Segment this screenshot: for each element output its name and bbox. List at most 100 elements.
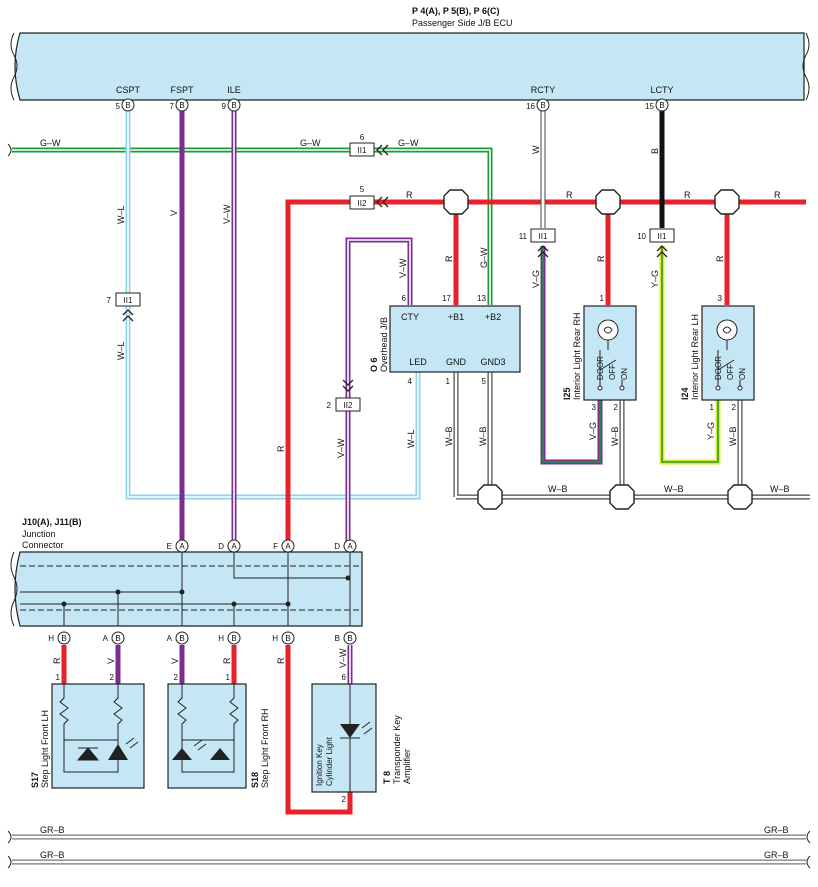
rh-pin-right: 2 <box>614 403 619 412</box>
ecu-term-lcty: LCTY <box>650 85 673 95</box>
rh-switch-off: OFF <box>608 364 617 380</box>
splice-wb-1 <box>477 484 503 510</box>
lh-switch-on: ON <box>738 368 747 380</box>
ecu-term-rcty: RCTY <box>531 85 556 95</box>
jc-bot-conn-4: B <box>231 634 236 643</box>
lbl-r-d2: R <box>596 255 606 262</box>
jc-bot-letter-6: B <box>335 634 340 643</box>
lbl-grb-1: GR–B <box>40 825 65 835</box>
ojb-term-led: LED <box>409 357 427 367</box>
jc-name-1: Junction <box>22 529 56 539</box>
ii1-10-label: II1 <box>658 232 667 241</box>
jc-bot-conn-5: B <box>285 634 290 643</box>
splice-wb-3 <box>727 484 753 510</box>
transponder-key-amplifier: Ignition Key Cylinder Light 6 2 T 8 Tran… <box>311 673 412 804</box>
lbl-grb-2: GR–B <box>764 825 789 835</box>
rh-pin-top: 1 <box>600 294 605 303</box>
jc-top-letter-3: F <box>273 542 278 551</box>
lbl-r-d3: R <box>715 255 725 262</box>
ojb-pin-cty: 6 <box>402 294 407 303</box>
splice-wb-2 <box>609 484 635 510</box>
ii1-7-label: II1 <box>124 296 133 305</box>
jc-bot-conn-1: B <box>61 634 66 643</box>
lbl-wb-1: W–B <box>444 426 454 446</box>
lbl-bot-r3: R <box>276 657 286 664</box>
lbl-vg-top: V–G <box>531 270 541 288</box>
slh-pin-right: 2 <box>110 673 115 682</box>
junction-connector: J10(A), J11(B) Junction Connector A A A … <box>10 517 363 645</box>
step-light-front-lh: 1 2 S17 Step Light Front LH <box>30 673 145 789</box>
t8-inner-1: Ignition Key <box>315 744 324 786</box>
ecu-block: P 4(A), P 5(B), P 6(C) Passenger Side J/… <box>10 6 810 111</box>
slh-name: Step Light Front LH <box>40 710 50 788</box>
lbl-grb-4: GR–B <box>764 850 789 860</box>
splice-r-2 <box>595 189 621 215</box>
jc-bot-letter-2: A <box>103 634 109 643</box>
jc-bot-conn-6: B <box>347 634 352 643</box>
jc-top-conn-4: A <box>347 542 353 551</box>
ii1-6-label: II1 <box>358 146 367 155</box>
jc-bot-letter-4: H <box>218 634 224 643</box>
ojb-pin-b1: 17 <box>442 294 451 303</box>
t8-pin-bottom: 2 <box>342 795 347 804</box>
t8-pin-top: 6 <box>342 673 347 682</box>
lbl-vg-bot: V–G <box>588 422 598 440</box>
lbl-r-a: R <box>566 190 573 200</box>
ecu-term-cspt: CSPT <box>116 85 141 95</box>
lh-switch-off: OFF <box>726 364 735 380</box>
lbl-v-top: V <box>169 210 179 216</box>
lh-pin-top: 3 <box>718 294 723 303</box>
t8-name-2: Amplifier <box>402 749 412 784</box>
lbl-wl-bot: W–L <box>406 429 416 448</box>
lh-pin-right: 2 <box>732 403 737 412</box>
rh-switch-on: ON <box>620 368 629 380</box>
t8-name-1: Transponder Key <box>392 715 402 784</box>
slh-code: S17 <box>30 772 40 788</box>
ojb-name: Overhead J/B <box>379 317 389 372</box>
inline-connectors: II1 6 II2 5 II1 7 II2 2 II1 11 II1 10 <box>107 133 675 412</box>
ojb-pin-gnd3: 5 <box>482 377 487 386</box>
ecu-term-fspt: FSPT <box>170 85 194 95</box>
ojb-term-b1: +B1 <box>448 312 464 322</box>
lbl-r-long: R <box>276 445 286 452</box>
ecu-conn-lcty: B <box>659 101 664 110</box>
lbl-bot-r1: R <box>52 657 62 664</box>
lbl-gw-right: G–W <box>398 138 419 148</box>
ii1-10-pin: 10 <box>637 232 646 241</box>
lbl-gw-mid: G–W <box>300 138 321 148</box>
rh-name: Interior Light Rear RH <box>572 312 582 400</box>
srh-pin-right: 1 <box>226 673 231 682</box>
lbl-wb-4: W–B <box>728 426 738 446</box>
wire-breaks <box>7 143 811 869</box>
ii2-5-pin: 5 <box>360 185 365 194</box>
t8-code: T 8 <box>382 771 392 784</box>
jc-top-letter-2: D <box>218 542 224 551</box>
lbl-wb-3: W–B <box>610 426 620 446</box>
step-light-front-rh: 2 1 S18 Step Light Front RH <box>167 673 270 789</box>
ecu-conn-rcty: B <box>540 101 545 110</box>
lbl-wl-mid: W–L <box>116 341 126 360</box>
lbl-wb-h3: W–B <box>770 484 790 494</box>
ojb-term-cty: CTY <box>401 312 419 322</box>
ii1-6-pin: 6 <box>360 133 365 142</box>
ecu-codes: P 4(A), P 5(B), P 6(C) <box>412 6 500 16</box>
wire-labels: G–W G–W G–W G–W R R R R R R R R W–L W–L … <box>40 138 790 860</box>
srh-pin-left: 2 <box>174 673 179 682</box>
interior-light-rear-lh: DOOR OFF ON 3 1 2 I24 Interior Light Rea… <box>680 294 755 412</box>
ecu-name: Passenger Side J/B ECU <box>412 18 513 28</box>
lbl-vw-mid: V–W <box>336 438 346 458</box>
jc-name-2: Connector <box>22 540 64 550</box>
splice-r-3 <box>714 189 740 215</box>
ii1-11-pin: 11 <box>519 232 528 241</box>
lh-name: Interior Light Rear LH <box>690 314 700 400</box>
ojb-code: O 6 <box>369 357 379 372</box>
jc-top-letter-4: D <box>334 542 340 551</box>
ecu-conn-ile: B <box>231 101 236 110</box>
ecu-pin-rcty: 16 <box>526 102 535 111</box>
slh-pin-left: 1 <box>56 673 61 682</box>
ecu-conn-fspt: B <box>179 101 184 110</box>
ecu-pin-ile: 9 <box>222 102 227 111</box>
lh-pin-left: 1 <box>710 403 715 412</box>
lbl-r-b: R <box>684 190 691 200</box>
